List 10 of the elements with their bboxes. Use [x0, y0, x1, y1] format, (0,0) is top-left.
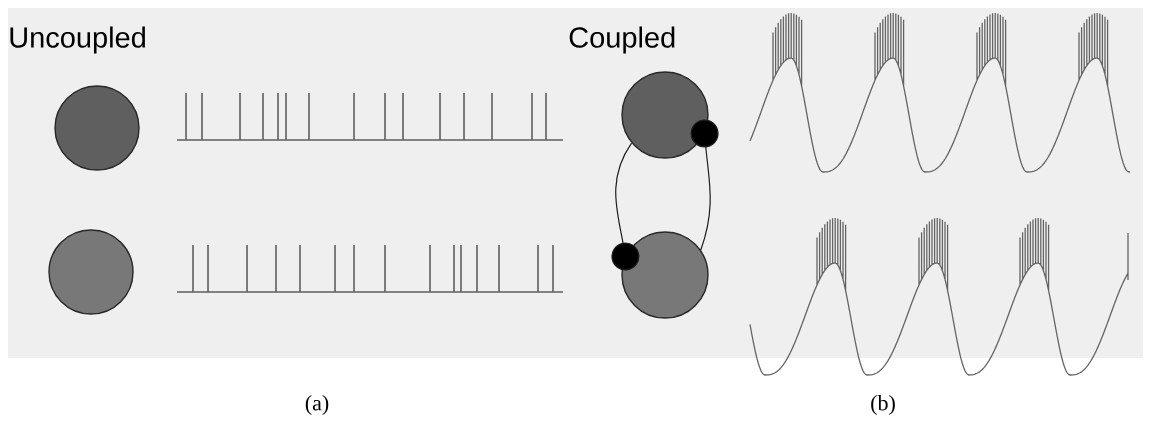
cell-body	[54, 85, 140, 171]
cell-body	[621, 71, 709, 159]
panel-label: (a)	[305, 395, 329, 415]
panel-label: (b)	[871, 395, 895, 415]
synapse-connector	[690, 119, 719, 251]
cell-body	[621, 231, 709, 319]
cell-body	[48, 229, 134, 315]
heading: Coupled	[569, 26, 675, 54]
heading: Uncoupled	[10, 26, 145, 54]
synapse-connector	[611, 142, 640, 271]
